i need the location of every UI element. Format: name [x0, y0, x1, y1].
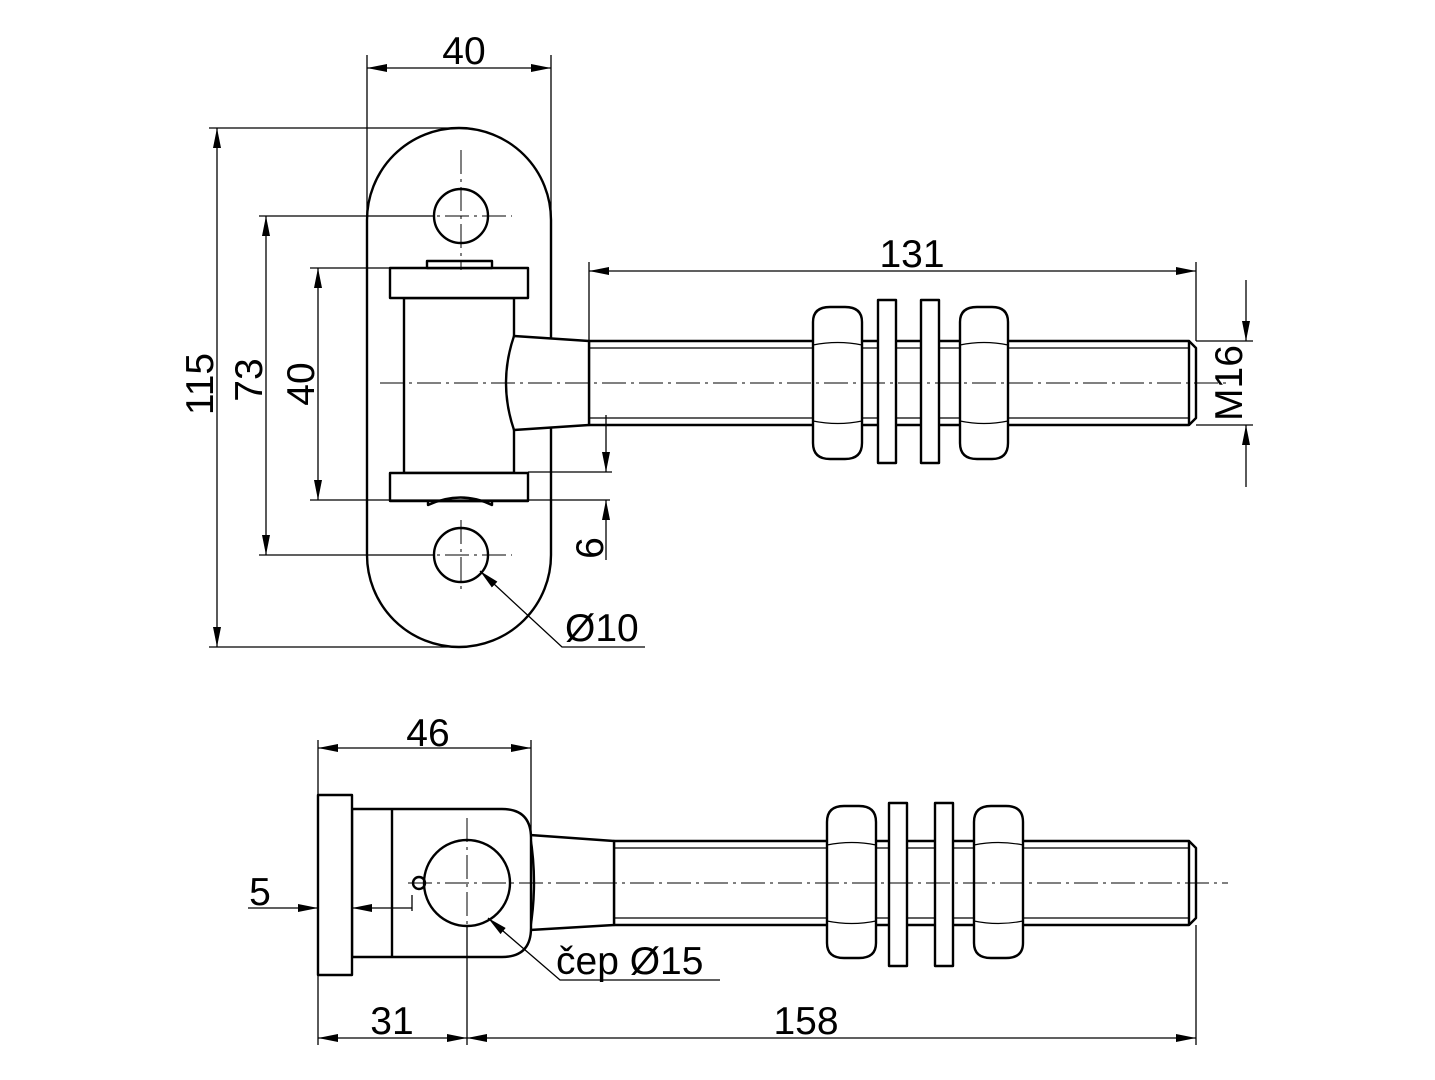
dim-offset-6: 6	[569, 537, 612, 559]
mounting-plate-side	[316, 793, 354, 977]
dim-pin-offset-31: 31	[370, 1000, 413, 1043]
top-view: 40 115 73 40 131 M16 6 Ø10	[179, 30, 1253, 650]
dim-pin-diameter: čep Ø15	[556, 940, 703, 983]
washer-right-side	[933, 801, 955, 968]
dim-thread-m16: M16	[1208, 345, 1251, 421]
centerlines-side	[408, 818, 1228, 948]
nut-left-side	[825, 804, 878, 960]
dim-height-115: 115	[179, 353, 222, 415]
washer-left-top	[876, 298, 898, 465]
washer-right-top	[919, 298, 941, 465]
nut-right-side	[972, 804, 1025, 960]
dim-pin-length-131: 131	[879, 233, 944, 276]
side-view: 46 5 čep Ø15 31 158	[248, 712, 1228, 1045]
dim-knuckle-40: 40	[280, 362, 323, 405]
dim-plate-thickness-5: 5	[249, 871, 271, 914]
base-plate	[365, 126, 553, 649]
dim-width-40: 40	[442, 30, 485, 73]
extension-lines-top	[209, 55, 1253, 648]
dim-bolt-length-158: 158	[773, 1000, 838, 1043]
dim-hole-diameter: Ø10	[565, 607, 639, 650]
washer-left-side	[887, 801, 909, 968]
dimension-lines-side	[248, 744, 1196, 1042]
dim-hole-spacing-73: 73	[228, 358, 271, 401]
dim-width-46: 46	[406, 712, 449, 755]
dimension-lines-top	[213, 64, 1250, 648]
eye-block	[350, 807, 533, 959]
